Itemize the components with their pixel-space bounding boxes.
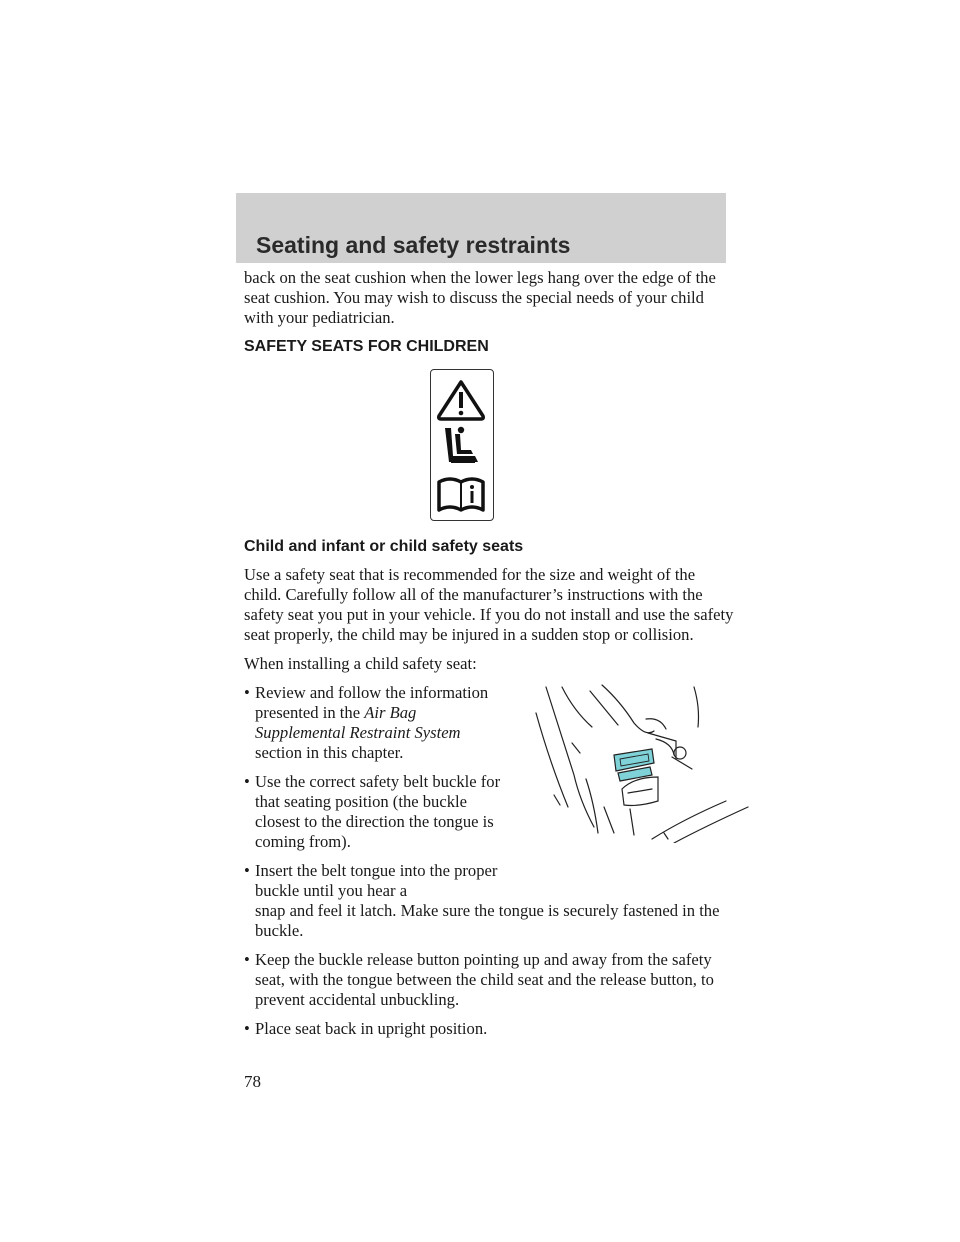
section-title: Seating and safety restraints [256, 232, 571, 258]
bullet-item: • Keep the buckle release button pointin… [244, 950, 714, 1009]
buckle-illustration [535, 684, 749, 843]
bullet-item: • Place seat back in upright position. [244, 1019, 488, 1038]
paragraph-intro: Use a safety seat that is recommended fo… [244, 565, 734, 644]
warning-triangle-icon [437, 380, 485, 421]
bullet-item: • Use the correct safety belt buckle for… [244, 772, 501, 851]
bullet-mark: • [244, 1019, 250, 1038]
section-heading: SAFETY SEATS FOR CHILDREN [244, 338, 489, 355]
bullet-mark: • [244, 772, 250, 791]
bullet-mark: • [244, 950, 250, 969]
bullet-item: • Insert the belt tongue into the proper… [244, 861, 720, 940]
manual-info-icon [437, 477, 485, 512]
child-seat-icon [445, 426, 478, 463]
bullets-with-figure: • Review and follow the information pres… [244, 683, 749, 941]
page-number: 78 [244, 1072, 261, 1091]
page-content: back on the seat cushion when the lower … [244, 268, 749, 1048]
bullet-mark: • [244, 861, 250, 880]
warning-symbols-box [430, 369, 494, 521]
cross-reference: Air Bag Supplemental Restraint System [255, 703, 461, 742]
buckle-highlight [613, 748, 655, 782]
paragraph-continued: back on the seat cushion when the lower … [244, 268, 716, 327]
section-header-bar: Seating and safety restraints [236, 193, 726, 263]
bullet-mark: • [244, 683, 250, 702]
subheading: Child and infant or child safety seats [244, 538, 524, 555]
bullet-item: • Review and follow the information pres… [244, 683, 489, 762]
installing-lead: When installing a child safety seat: [244, 654, 477, 673]
